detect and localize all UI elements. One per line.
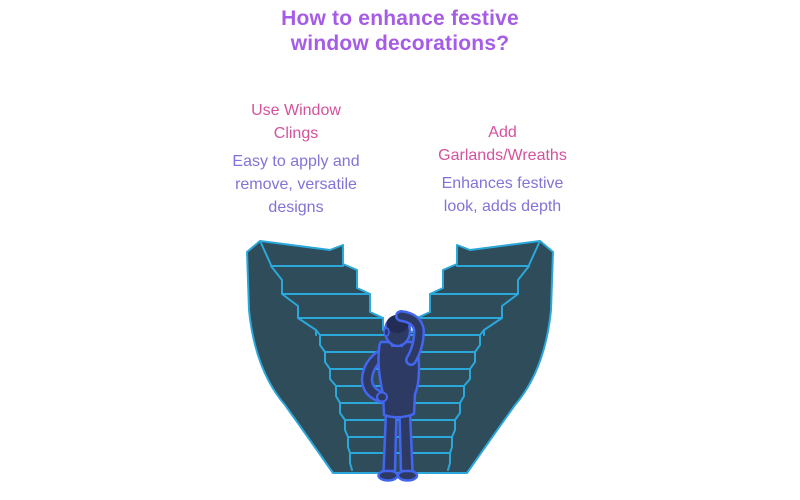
right-leg <box>398 410 414 473</box>
staircase-step-lines <box>260 242 540 471</box>
ear <box>383 327 390 337</box>
staircase-choice-illustration <box>246 240 554 482</box>
person-figure <box>360 310 426 482</box>
hip-hand <box>376 391 388 403</box>
left-leg <box>382 410 398 473</box>
